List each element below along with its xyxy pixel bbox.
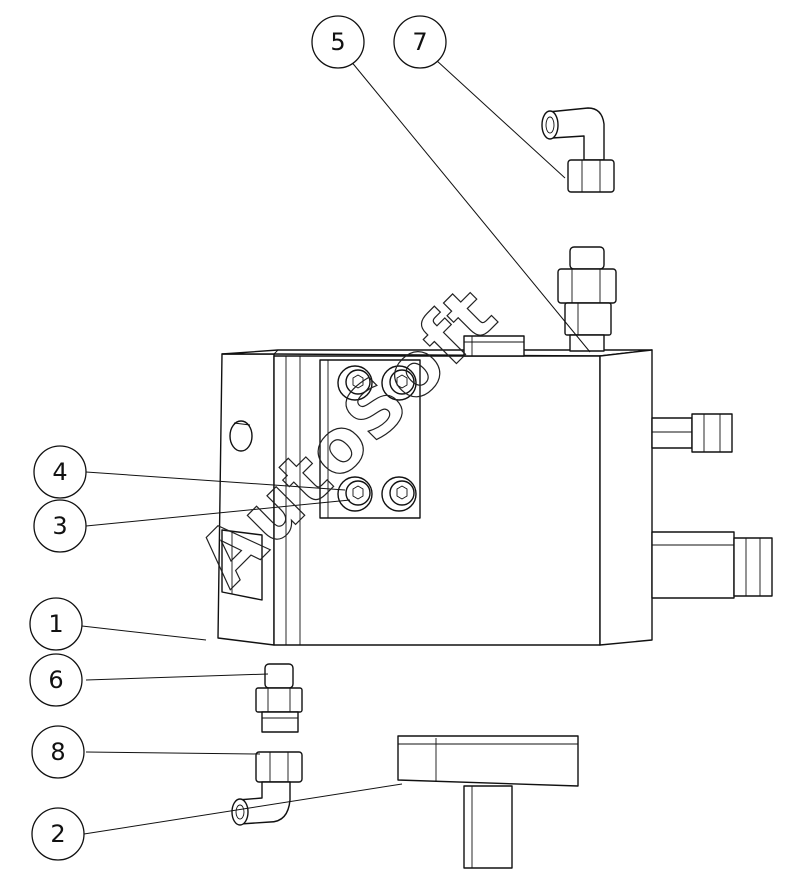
straight-adapter-fitting — [557, 246, 617, 352]
flange-base-plate — [397, 735, 579, 869]
callout-8-label: 8 — [50, 738, 65, 766]
leader-lines — [81, 59, 591, 835]
right-lower-fitting — [651, 531, 773, 599]
callout-6: 6 — [29, 653, 83, 707]
cap-screw-bottom-left — [337, 476, 373, 512]
callout-1: 1 — [29, 597, 83, 651]
callout-6-label: 6 — [48, 666, 63, 694]
callout-7: 7 — [393, 15, 447, 69]
cap-screw-top-left — [337, 365, 373, 401]
callout-1-label: 1 — [48, 610, 63, 638]
top-plug — [463, 335, 525, 357]
callout-3-label: 3 — [52, 512, 67, 540]
callout-4-label: 4 — [52, 458, 67, 486]
callout-4: 4 — [33, 445, 87, 499]
callout-5: 5 — [311, 15, 365, 69]
cap-screw-top-right — [381, 365, 417, 401]
callout-2-label: 2 — [50, 820, 65, 848]
side-square-plug — [221, 529, 263, 601]
callout-3: 3 — [33, 499, 87, 553]
callout-2: 2 — [31, 807, 85, 861]
callout-7-label: 7 — [412, 28, 427, 56]
cap-screw-bottom-right — [381, 476, 417, 512]
lower-elbow-fitting — [231, 751, 303, 826]
elbow-fitting-top — [541, 107, 615, 193]
right-upper-fitting — [651, 413, 733, 453]
lower-straight-adapter — [255, 663, 303, 733]
callout-5-label: 5 — [330, 28, 345, 56]
callout-8: 8 — [31, 725, 85, 779]
side-plug — [229, 420, 253, 452]
